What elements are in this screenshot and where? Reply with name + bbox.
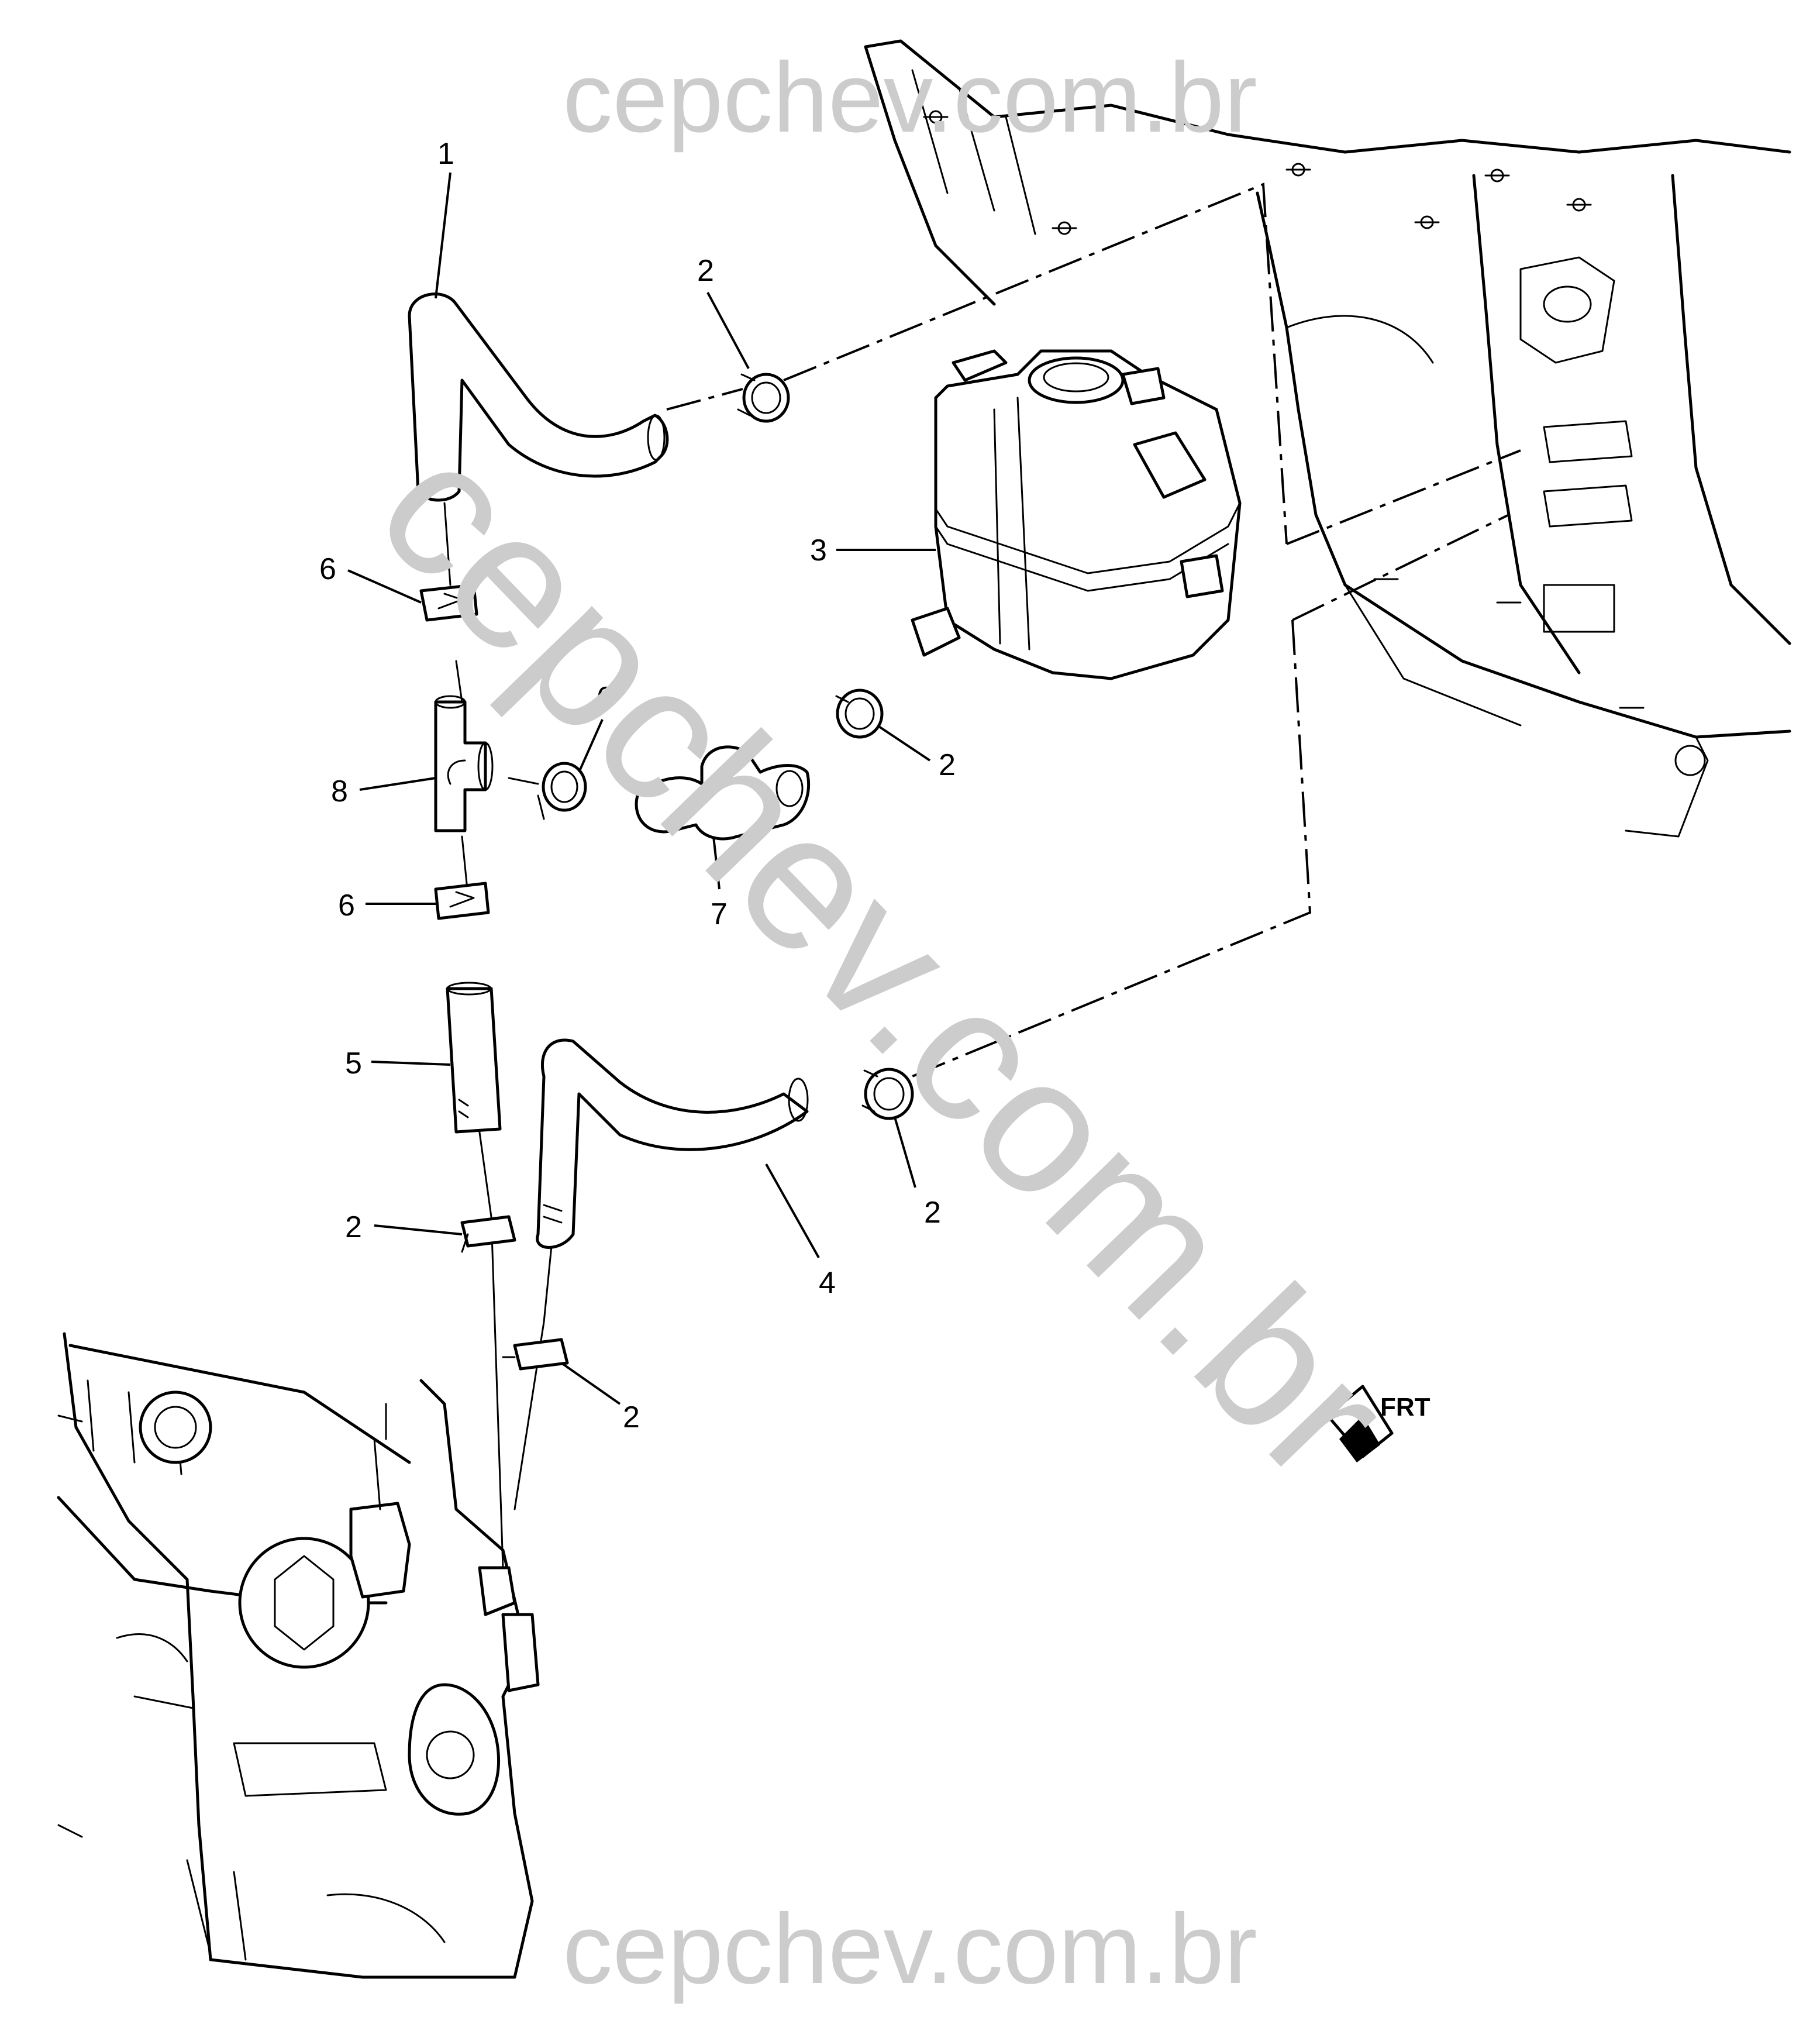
straight-hose	[446, 982, 502, 1134]
elbow-hose	[635, 745, 811, 841]
watermarks: cepchev.com.br cepchev.com.br cepchev.co…	[338, 42, 1431, 2005]
callout-6-upper: 6	[319, 552, 336, 586]
front-label: FRT	[1380, 1393, 1431, 1421]
callout-4: 4	[819, 1266, 836, 1300]
callout-7: 7	[711, 897, 728, 931]
callout-2-engine: 2	[623, 1400, 640, 1434]
hose-clamp-engine	[502, 1338, 569, 1371]
tee-fitting	[434, 695, 494, 832]
callout-3: 3	[810, 533, 827, 567]
callout-8: 8	[331, 775, 348, 808]
hose-clamp-tank-outlet	[835, 689, 884, 739]
spring-clamp-middle	[537, 762, 587, 820]
coolant-surge-tank	[911, 349, 1242, 680]
callout-2-upper: 2	[697, 254, 714, 288]
callout-5: 5	[345, 1047, 362, 1080]
watermark-top: cepchev.com.br	[563, 42, 1257, 153]
vehicle-body-structure	[864, 39, 1791, 838]
callout-6-middle: 6	[597, 681, 613, 715]
watermark-bottom: cepchev.com.br	[563, 1894, 1257, 2005]
lower-hose	[536, 1038, 809, 1249]
spring-clamp-lower	[434, 882, 490, 920]
front-direction-indicator: FRT	[1326, 1385, 1431, 1462]
callout-labels: 1 2 3 6 6 8 2 7 6 5 2 4 2 2	[319, 137, 956, 1434]
spring-clamp-upper	[419, 583, 478, 622]
callout-2-tank: 2	[939, 748, 956, 782]
engine-block	[57, 1332, 540, 1979]
callout-2-lower-left: 2	[345, 1210, 362, 1244]
callout-6-lower: 6	[338, 889, 355, 922]
upper-hose	[408, 292, 669, 502]
hose-clamp-lower-right	[861, 1068, 914, 1120]
engine-connection-lines	[443, 502, 563, 1569]
hose-clamp-upper	[737, 373, 790, 423]
watermark-diagonal: cepchev.com.br	[338, 400, 1431, 1520]
callout-1: 1	[437, 137, 454, 171]
hose-clamp-lower-left	[460, 1215, 516, 1253]
alignment-lines	[666, 183, 1521, 1078]
callout-2-lower-right: 2	[924, 1196, 941, 1230]
leader-lines	[347, 172, 936, 1405]
